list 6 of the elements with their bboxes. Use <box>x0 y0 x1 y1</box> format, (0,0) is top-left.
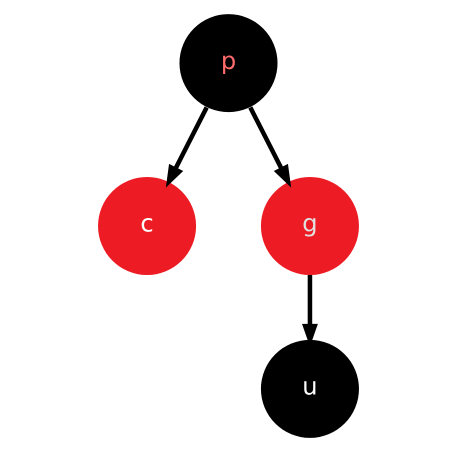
node-circle: c <box>98 176 196 276</box>
arrow <box>165 106 208 188</box>
arrow <box>248 106 291 188</box>
node-circle: p <box>178 14 278 112</box>
node-circle: g <box>260 176 358 276</box>
node-circle: u <box>260 340 358 438</box>
